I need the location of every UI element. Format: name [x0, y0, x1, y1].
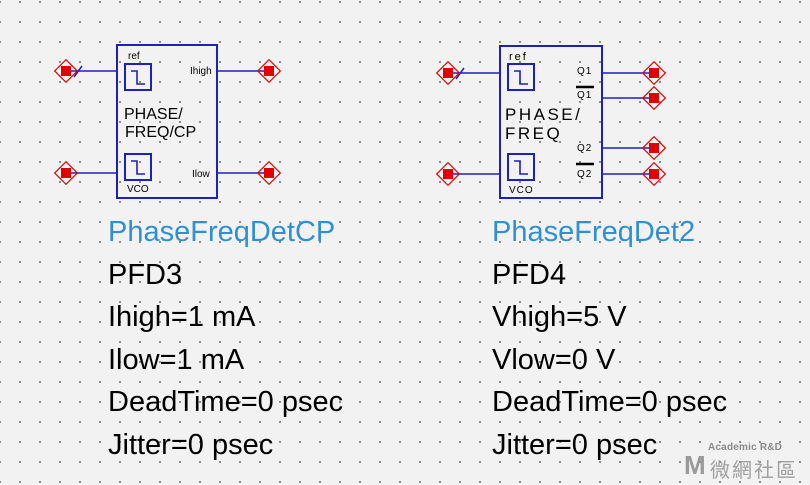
component-phasefreqdetcp[interactable]: ref VCO Ihigh Ilow PHASE/ FREQ/CP [54, 44, 281, 199]
flipflop-icon [124, 63, 152, 91]
instance-name: PFD4 [492, 258, 567, 291]
pin-label-q1-bar: Q1 [577, 90, 592, 101]
component-model-name: PhaseFreqDet2 [492, 216, 696, 248]
param-deadtime: DeadTime=0 psec [492, 386, 728, 418]
watermark-logo-icon: M [684, 450, 706, 480]
pin-label-ref: ref [128, 51, 140, 62]
block-label-line2: FREQ [505, 124, 562, 143]
pin-label-vco: VCO [509, 185, 534, 196]
phase-freq-block[interactable] [499, 45, 603, 199]
param-vhigh: Vhigh=5 V [492, 301, 627, 333]
flipflop-icon [124, 153, 152, 181]
param-deadtime: DeadTime=0 psec [108, 386, 344, 418]
pin-label-q1: Q1 [577, 66, 592, 77]
flipflop-icon [507, 153, 535, 181]
param-jitter: Jitter=0 psec [492, 428, 658, 461]
component-phasefreqdet2[interactable]: ref VCO Q1 Q1 Q2 Q2 PHASE/ FREQ [436, 45, 666, 199]
pin-label-q2-bar: Q2 [577, 169, 592, 180]
component-model-name: PhaseFreqDetCP [108, 216, 336, 248]
params-pfd4[interactable]: PhaseFreqDet2 PFD4 Vhigh=5 V Vlow=0 V De… [492, 211, 727, 466]
pin-label-ref: ref [509, 51, 528, 63]
block-label-line1: PHASE/ [124, 106, 183, 123]
watermark: M Academic R&D 微網社區 [680, 442, 810, 482]
pin-label-q2: Q2 [577, 143, 592, 154]
phase-freq-cp-block[interactable] [116, 44, 218, 199]
params-pfd3[interactable]: PhaseFreqDetCP PFD3 Ihigh=1 mA Ilow=1 mA… [108, 211, 343, 466]
instance-name: PFD3 [108, 258, 183, 291]
watermark-cn-text: 微網社區 [710, 460, 798, 482]
bus-slash-icon [73, 65, 83, 78]
param-ihigh: Ihigh=1 mA [108, 301, 256, 333]
block-label-line2: FREQ/CP [125, 124, 196, 141]
param-ilow: Ilow=1 mA [108, 343, 245, 376]
block-label-line1: PHASE/ [505, 105, 582, 124]
watermark-top-text: Academic R&D [708, 442, 783, 453]
param-vlow: Vlow=0 V [492, 343, 616, 376]
bus-slash-icon [455, 67, 465, 80]
pin-label-ilow: Ilow [192, 169, 211, 180]
pin-label-vco: VCO [127, 184, 149, 195]
pin-label-ihigh: Ihigh [190, 66, 212, 77]
flipflop-icon [507, 63, 535, 91]
param-jitter: Jitter=0 psec [108, 428, 274, 461]
